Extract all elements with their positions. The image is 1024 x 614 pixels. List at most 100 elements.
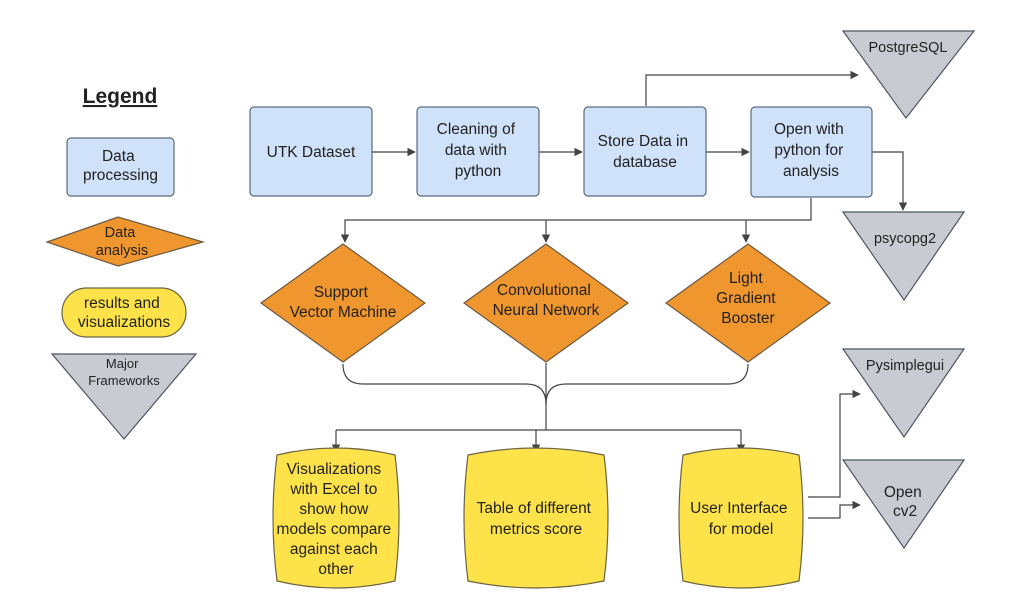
edge-ui-to-pysimplegui [808,389,861,498]
svm-line: Support [314,284,369,301]
cnn-line: Neural Network [493,302,600,319]
excel-visualizations-line: other [318,561,353,578]
store-data-label: Store Data in database [598,133,693,171]
svm-label: Support Vector Machine [290,284,397,321]
opencv-label: Open cv2 [884,484,926,520]
store-data-line: Store Data in [598,133,688,150]
utk-dataset-label: UTK Dataset [267,144,356,161]
lgb-line: Light [729,270,763,287]
legend-data-processing: Data processing [66,137,175,197]
node-metrics-table: Table of different metrics score [463,447,609,589]
edge-svm-merge [342,363,547,405]
cleaning-shape [416,106,540,197]
cleaning-line: python [455,163,502,180]
excel-visualizations-line: with Excel to [289,481,377,498]
legend-data-analysis: Data analysis [45,216,206,267]
cnn-label: Convolutional Neural Network [493,282,600,319]
legend-processing-label: Data processing [83,148,158,184]
lgb-label: Light Gradient Booster [716,270,780,327]
open-python-line: python for [774,142,843,159]
cleaning-line: data with [445,142,507,159]
connectors [331,70,908,519]
postgresql-line: PostgreSQL [869,40,948,56]
postgresql-label: PostgreSQL [869,40,948,56]
edge-ui-to-opencv [808,500,861,519]
node-user-interface: User Interface for model [678,447,804,589]
svm-line: Vector Machine [290,304,397,321]
node-opencv: Open cv2 [841,459,966,550]
store-data-line: database [613,154,677,171]
metrics-table-shape [463,447,609,589]
legend-frameworks-line: Frameworks [88,373,160,388]
legend-frameworks: Major Frameworks [50,353,198,440]
legend-processing-line: processing [83,167,158,184]
node-cnn: Convolutional Neural Network [462,243,630,363]
excel-visualizations-line: against each [290,541,378,558]
legend-analysis-line: analysis [96,243,148,259]
psycopg2-line: psycopg2 [874,231,936,247]
node-pysimplegui: Pysimplegui [841,348,966,439]
legend-processing-shape [66,137,175,197]
excel-visualizations-label: Visualizations with Excel to show how mo… [277,461,396,578]
legend-results-line: results and [84,295,160,312]
node-store-data: Store Data in database [583,106,707,197]
cnn-line: Convolutional [497,282,591,299]
excel-visualizations-line: Visualizations [287,461,382,478]
legend-results-shape [61,287,187,338]
user-interface-label: User Interface for model [690,500,792,538]
psycopg2-shape [841,211,966,302]
opencv-shape [841,459,966,550]
postgresql-shape [841,30,976,119]
excel-visualizations-line: show how [299,501,369,518]
metrics-table-line: metrics score [490,521,582,538]
cnn-shape [462,243,630,363]
legend-analysis-shape [45,216,206,267]
legend-results-label: results and visualizations [78,295,170,331]
lgb-line: Booster [721,310,774,327]
legend-results-line: visualizations [78,314,170,331]
node-open-python: Open with python for analysis [750,106,873,198]
legend-analysis-label: Data analysis [96,225,148,259]
user-interface-shape [678,447,804,589]
node-svm: Support Vector Machine [259,243,427,363]
legend-title: Legend [83,85,158,108]
psycopg2-label: psycopg2 [874,231,936,247]
legend: Legend Data processing Data analysis res… [45,85,206,440]
excel-visualizations-shape [272,447,400,589]
excel-visualizations-line: models compare [277,521,392,538]
legend-analysis-line: Data [105,225,137,241]
open-python-label: Open with python for analysis [774,121,848,180]
lgb-shape [664,243,832,363]
node-lgb: Light Gradient Booster [664,243,832,363]
svm-shape [259,243,427,363]
edge-open-to-svm [340,198,812,243]
edge-lgb-merge [545,363,749,405]
pysimplegui-label: Pysimplegui [866,358,944,374]
user-interface-line: for model [709,521,774,538]
legend-results: results and visualizations [61,287,187,338]
node-postgresql: PostgreSQL [841,30,976,119]
store-data-shape [583,106,707,197]
legend-frameworks-shape [50,353,198,440]
cleaning-line: Cleaning of [437,121,516,138]
opencv-line: Open [884,484,922,501]
cleaning-label: Cleaning of data with python [437,121,520,180]
utk-dataset-shape [249,106,373,197]
edge-open-to-psycopg2 [872,151,908,211]
open-python-line: Open with [774,121,844,138]
pysimplegui-line: Pysimplegui [866,358,944,374]
metrics-table-line: Table of different [477,500,592,517]
node-utk-dataset: UTK Dataset [249,106,373,197]
utk-dataset-line: UTK Dataset [267,144,356,161]
opencv-line: cv2 [893,503,917,520]
node-cleaning: Cleaning of data with python [416,106,540,197]
node-psycopg2: psycopg2 [841,211,966,302]
edge-store-to-postgresql [645,70,859,106]
legend-processing-line: Data [102,148,135,165]
legend-frameworks-label: Major Frameworks [88,356,160,388]
metrics-table-label: Table of different metrics score [477,500,596,538]
legend-frameworks-line: Major [106,356,139,371]
node-excel-visualizations: Visualizations with Excel to show how mo… [272,447,400,589]
user-interface-line: User Interface [690,500,787,517]
